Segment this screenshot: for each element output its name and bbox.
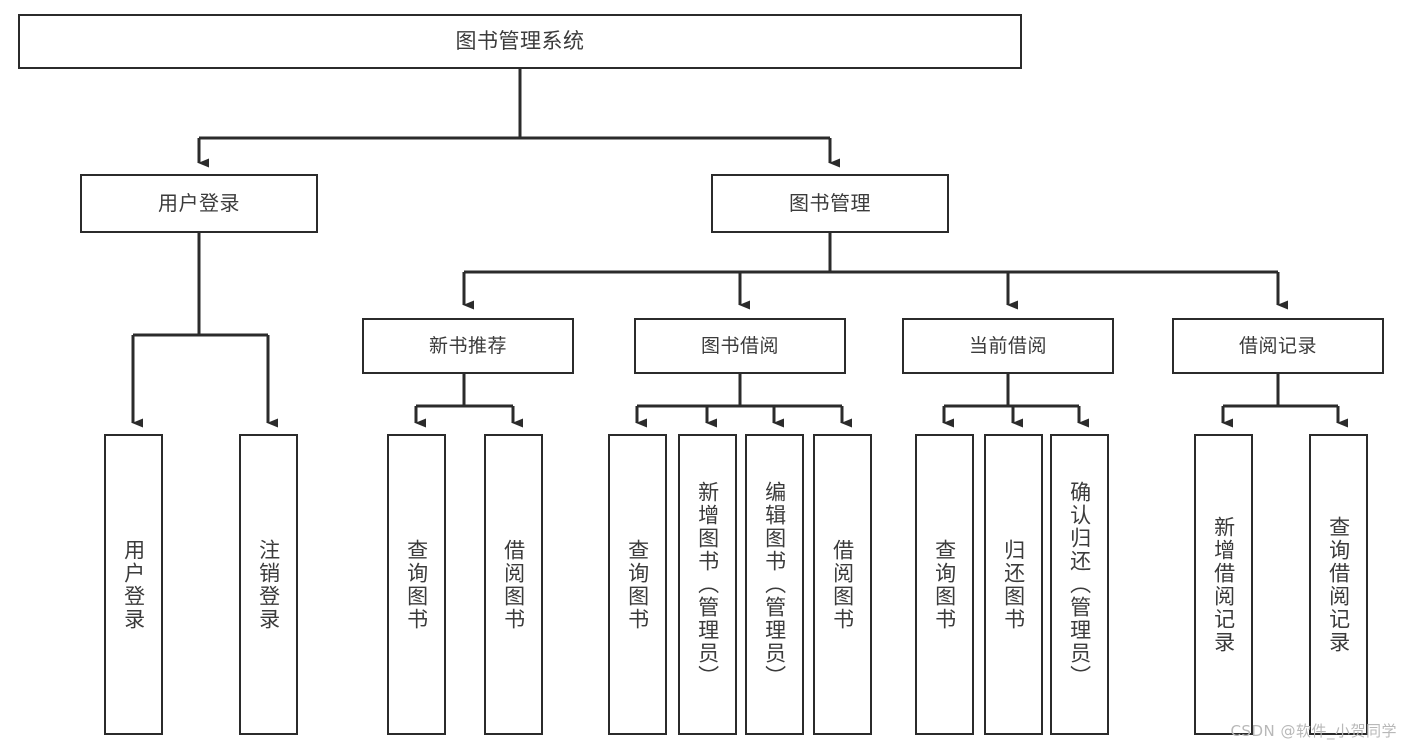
node-leaf-add-book-label: 新增图书（管理员）: [695, 481, 720, 688]
node-leaf-query-record-label: 查询借阅记录: [1326, 515, 1351, 654]
node-leaf-query-book-3-label: 查询图书: [932, 538, 957, 631]
node-root-book-management-system[interactable]: 图书管理系统: [18, 14, 1022, 69]
node-user-login[interactable]: 用户登录: [80, 174, 318, 233]
node-leaf-edit-book[interactable]: 编辑图书（管理员）: [745, 434, 804, 735]
node-leaf-return-book[interactable]: 归还图书: [984, 434, 1043, 735]
node-leaf-borrow-book-1-label: 借阅图书: [501, 538, 526, 631]
node-leaf-return-book-label: 归还图书: [1001, 538, 1026, 631]
node-new-book-recommend[interactable]: 新书推荐: [362, 318, 574, 374]
node-borrow-record[interactable]: 借阅记录: [1172, 318, 1384, 374]
node-leaf-query-record[interactable]: 查询借阅记录: [1309, 434, 1368, 735]
node-leaf-query-book-1[interactable]: 查询图书: [387, 434, 446, 735]
node-leaf-logout-label: 注销登录: [256, 538, 281, 631]
node-user-login-label: 用户登录: [158, 190, 240, 215]
node-leaf-user-login-label: 用户登录: [121, 538, 146, 631]
node-leaf-query-book-2-label: 查询图书: [625, 538, 650, 631]
node-leaf-add-book[interactable]: 新增图书（管理员）: [678, 434, 737, 735]
node-leaf-confirm-return-label: 确认归还（管理员）: [1067, 481, 1092, 688]
node-leaf-query-book-1-label: 查询图书: [404, 538, 429, 631]
node-leaf-add-record[interactable]: 新增借阅记录: [1194, 434, 1253, 735]
node-leaf-borrow-book-2[interactable]: 借阅图书: [813, 434, 872, 735]
node-leaf-user-login[interactable]: 用户登录: [104, 434, 163, 735]
node-leaf-add-record-label: 新增借阅记录: [1211, 515, 1236, 654]
node-leaf-edit-book-label: 编辑图书（管理员）: [762, 481, 787, 688]
node-book-borrow[interactable]: 图书借阅: [634, 318, 846, 374]
node-root-label: 图书管理系统: [455, 29, 585, 54]
node-leaf-borrow-book-1[interactable]: 借阅图书: [484, 434, 543, 735]
node-book-management-label: 图书管理: [789, 190, 871, 215]
node-current-borrow-label: 当前借阅: [968, 334, 1047, 357]
node-borrow-record-label: 借阅记录: [1238, 334, 1317, 357]
node-new-book-recommend-label: 新书推荐: [428, 334, 507, 357]
node-current-borrow[interactable]: 当前借阅: [902, 318, 1114, 374]
node-leaf-query-book-2[interactable]: 查询图书: [608, 434, 667, 735]
node-leaf-query-book-3[interactable]: 查询图书: [915, 434, 974, 735]
node-leaf-borrow-book-2-label: 借阅图书: [830, 538, 855, 631]
node-leaf-logout[interactable]: 注销登录: [239, 434, 298, 735]
node-book-management[interactable]: 图书管理: [711, 174, 949, 233]
node-book-borrow-label: 图书借阅: [700, 334, 779, 357]
node-leaf-confirm-return[interactable]: 确认归还（管理员）: [1050, 434, 1109, 735]
